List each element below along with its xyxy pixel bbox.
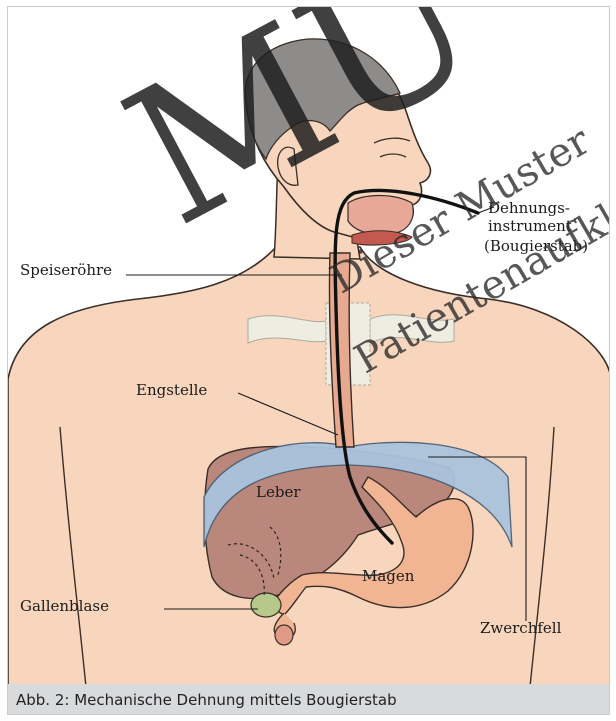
label-zwerchfell: Zwerchfell: [480, 619, 561, 637]
label-leber: Leber: [256, 483, 301, 501]
gallbladder: [251, 593, 281, 617]
figure-caption: Abb. 2: Mechanische Dehnung mittels Boug…: [16, 691, 397, 709]
label-speiseroehre: Speiseröhre: [20, 261, 112, 279]
label-dehnungsinstrument-line3: (Bougierstab): [484, 237, 588, 255]
label-engstelle: Engstelle: [136, 381, 207, 399]
tongue: [352, 231, 412, 245]
label-magen: Magen: [362, 567, 414, 585]
label-dehnungsinstrument-line2: instrument: [488, 217, 572, 235]
oral-cavity: [348, 196, 413, 235]
anatomy-illustration: [8, 7, 610, 687]
label-gallenblase: Gallenblase: [20, 597, 109, 615]
label-dehnungsinstrument-line1: Dehnungs-: [488, 199, 570, 217]
figure-frame: Speiseröhre Dehnungs- instrument (Bougie…: [7, 6, 610, 715]
caption-bar: Abb. 2: Mechanische Dehnung mittels Boug…: [8, 684, 609, 714]
